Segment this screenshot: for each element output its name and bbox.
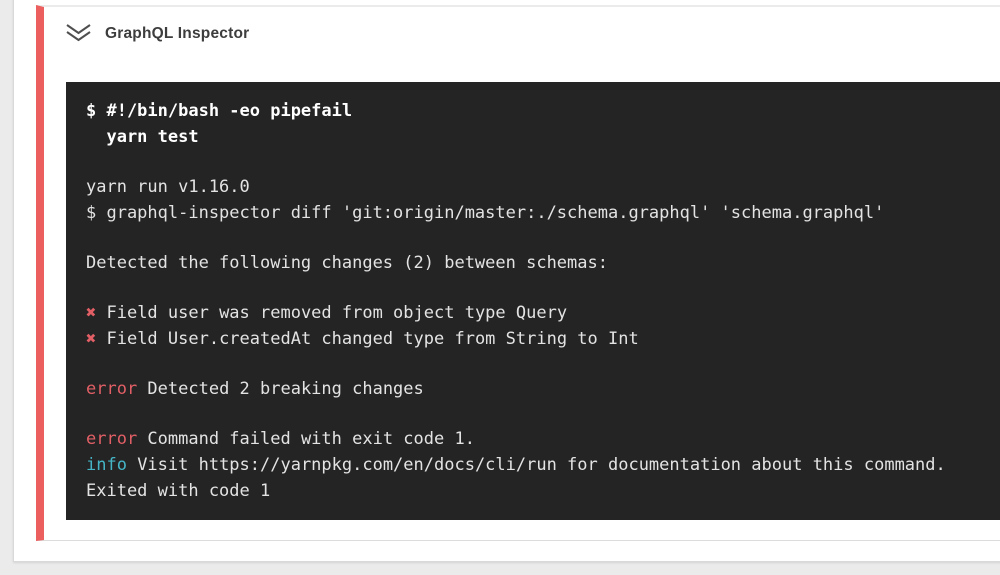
terminal-line — [86, 226, 1000, 250]
terminal-lines: $ #!/bin/bash -eo pipefail yarn test yarn… — [86, 98, 1000, 504]
terminal-segment-cyan: info — [86, 455, 127, 475]
terminal-segment-plain: Detected the following changes (2) betwe… — [86, 253, 608, 273]
terminal-segment-plain: $ graphql-inspector diff 'git:origin/mas… — [86, 203, 885, 223]
terminal-segment-plain: Visit https://yarnpkg.com/en/docs/cli/ru… — [126, 455, 946, 475]
terminal-line: error Detected 2 breaking changes — [86, 376, 1000, 402]
terminal-line — [86, 276, 1000, 300]
terminal-line: $ #!/bin/bash -eo pipefail — [86, 98, 1000, 124]
step-header[interactable]: GraphQL Inspector — [44, 7, 249, 44]
terminal-segment-plain: Command failed with exit code 1. — [137, 429, 475, 449]
terminal-line: yarn run v1.16.0 — [86, 174, 1000, 200]
terminal-segment-bold: $ #!/bin/bash -eo pipefail — [86, 101, 353, 121]
terminal-line: ✖ Field user was removed from object typ… — [86, 300, 1000, 326]
terminal-line — [86, 150, 1000, 174]
terminal-segment-plain: Field user was removed from object type … — [96, 303, 568, 323]
terminal-segment-plain: Detected 2 breaking changes — [137, 379, 424, 399]
terminal-line — [86, 402, 1000, 426]
terminal-line: Exited with code 1 — [86, 478, 1000, 504]
terminal-segment-red: ✖ — [86, 303, 97, 323]
terminal-segment-plain: Exited with code 1 — [86, 481, 271, 501]
terminal-output: $ #!/bin/bash -eo pipefail yarn test yarn… — [66, 82, 1000, 520]
double-chevron-down-icon[interactable] — [65, 23, 92, 44]
failed-step-row: GraphQL Inspector $ #!/bin/bash -eo pipe… — [36, 5, 1000, 541]
terminal-segment-plain: Field User.createdAt changed type from S… — [96, 329, 639, 349]
step-title: GraphQL Inspector — [105, 24, 250, 42]
terminal-line: yarn test — [86, 124, 1000, 150]
build-step-card: GraphQL Inspector $ #!/bin/bash -eo pipe… — [13, 0, 1000, 562]
terminal-line: error Command failed with exit code 1. — [86, 426, 1000, 452]
terminal-segment-plain: yarn run v1.16.0 — [86, 177, 250, 197]
terminal-segment-red: ✖ — [86, 329, 97, 349]
terminal-line: info Visit https://yarnpkg.com/en/docs/c… — [86, 452, 1000, 478]
terminal-segment-red: error — [86, 429, 138, 449]
terminal-line — [86, 352, 1000, 376]
terminal-segment-bold: yarn test — [86, 127, 199, 147]
terminal-line: ✖ Field User.createdAt changed type from… — [86, 326, 1000, 352]
terminal-segment-red: error — [86, 379, 138, 399]
terminal-line: $ graphql-inspector diff 'git:origin/mas… — [86, 200, 1000, 226]
terminal-line: Detected the following changes (2) betwe… — [86, 250, 1000, 276]
